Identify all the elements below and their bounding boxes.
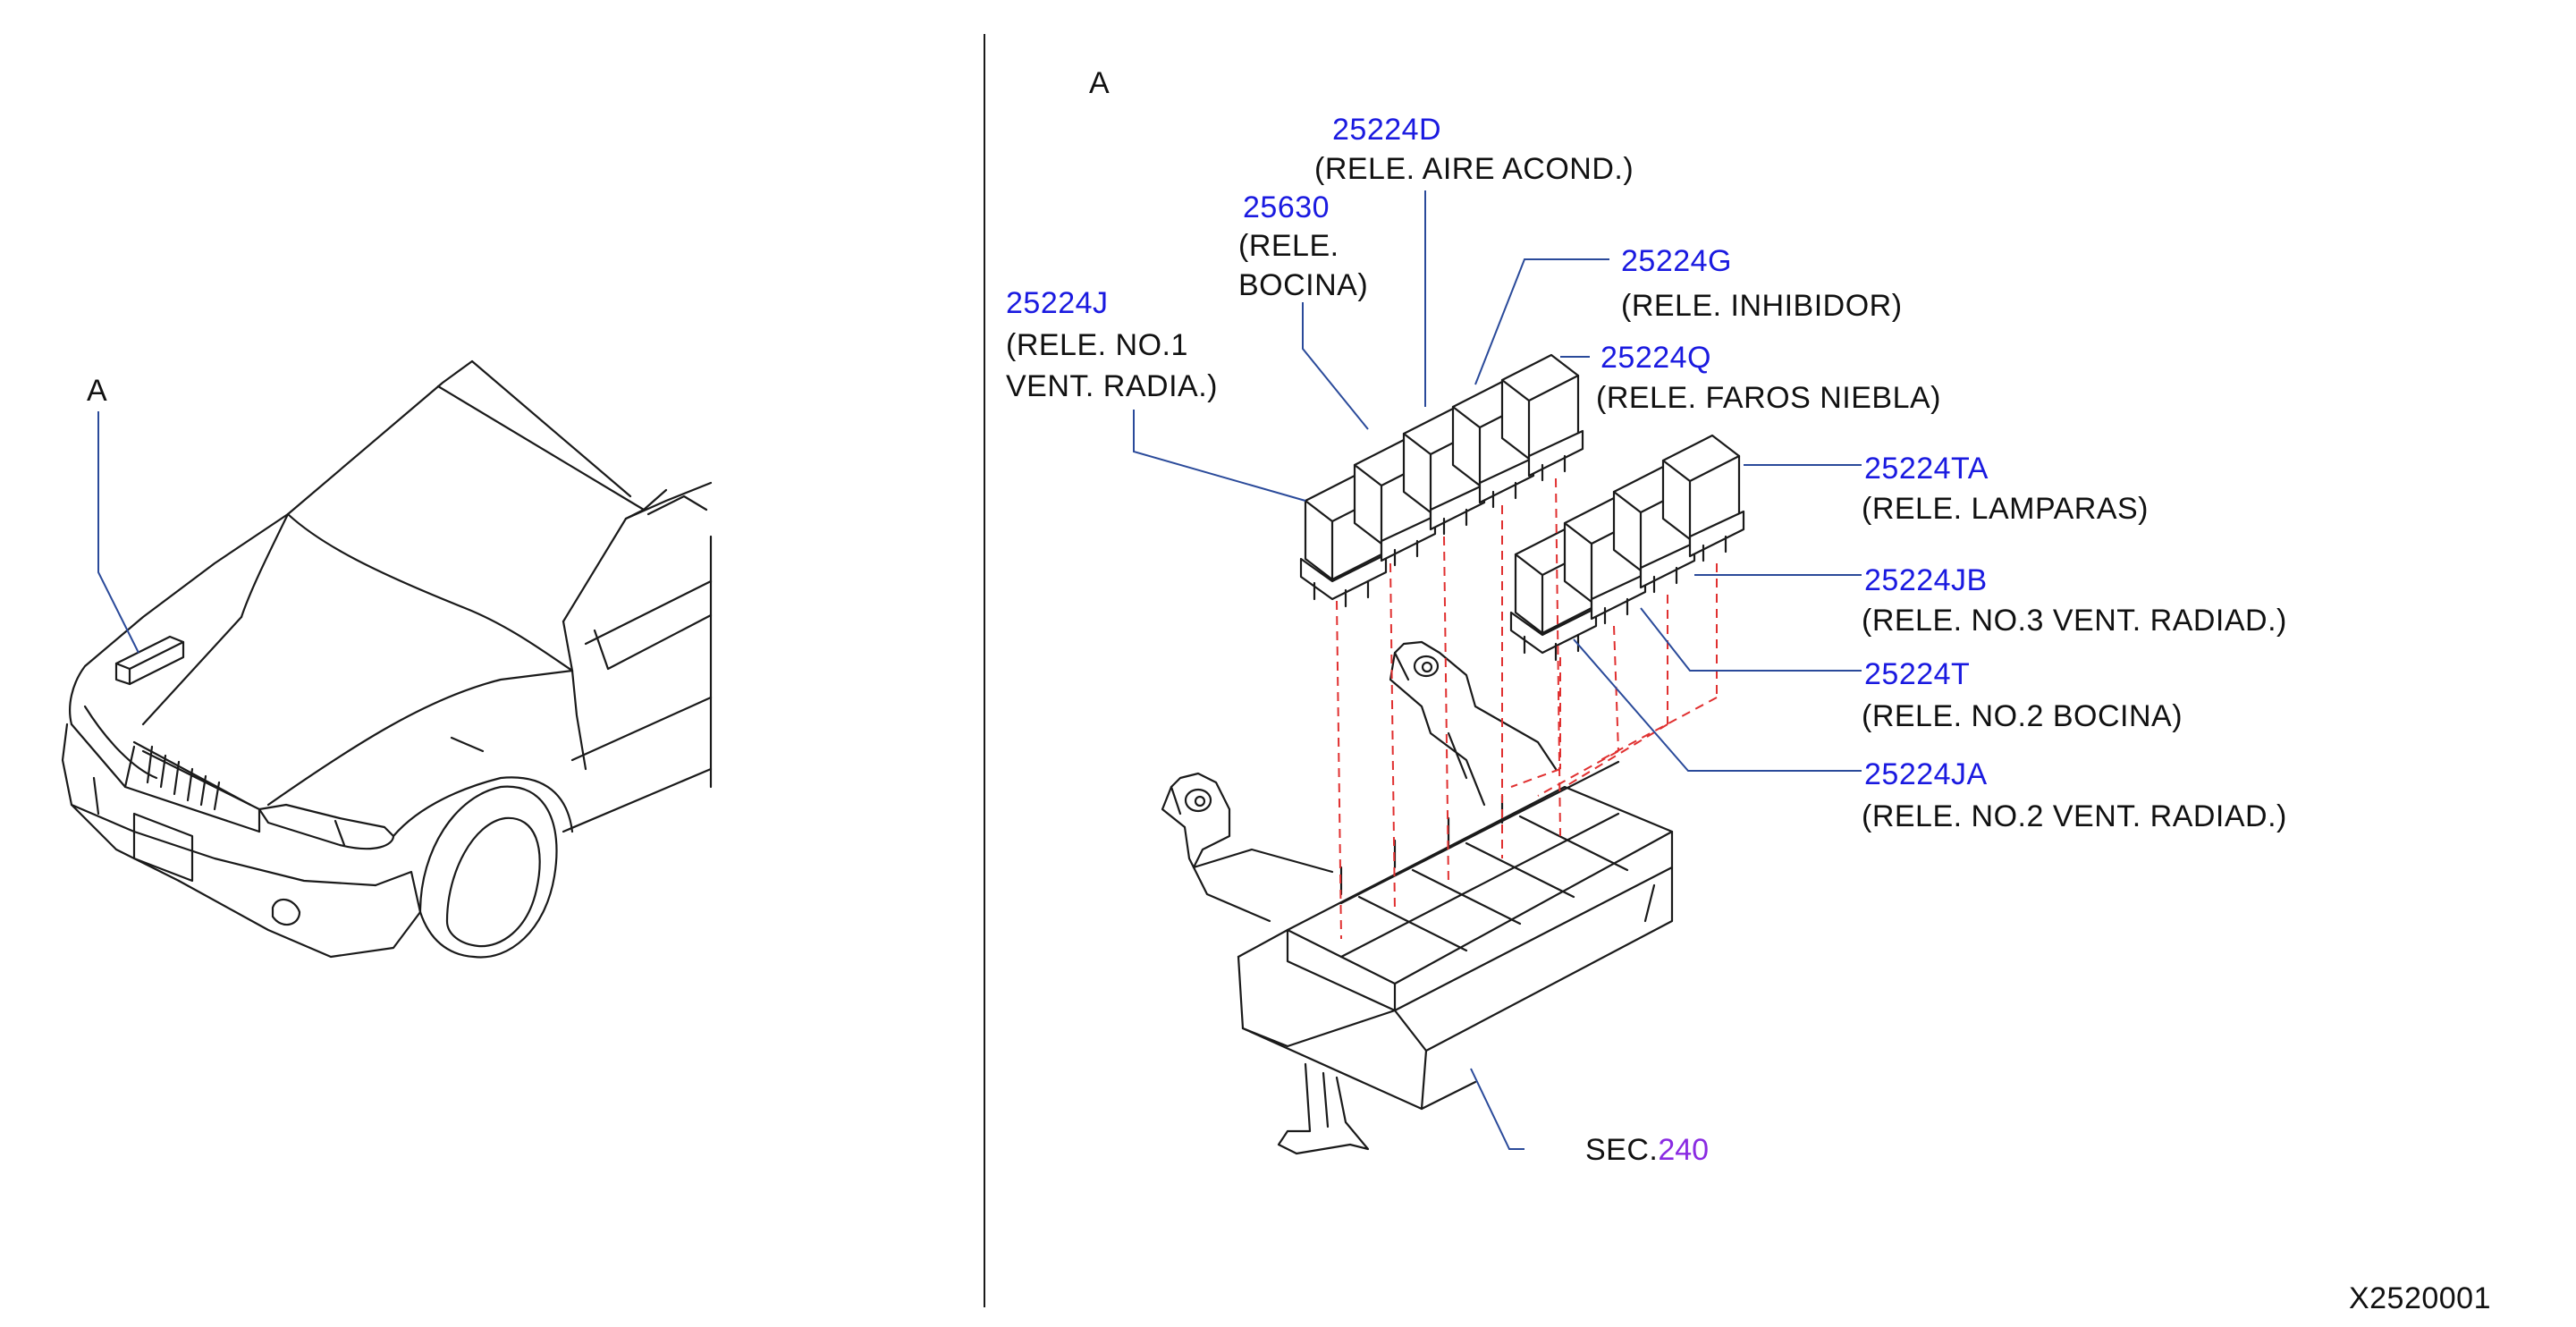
part-label-25224jb: 25224JB (RELE. NO.3 VENT. RADIAD.) [1862,563,2287,638]
part-number: 25224J [1006,286,1109,320]
leader-lines [1133,190,1862,1150]
part-label-25224q: 25224Q (RELE. FAROS NIEBLA) [1596,341,1941,415]
upper-relay-row [1299,353,1584,608]
part-label-25224t: 25224T (RELE. NO.2 BOCINA) [1862,657,2183,733]
section-link[interactable]: 240 [1658,1133,1709,1167]
detail-view-label: A [1089,66,1110,100]
part-number: 25224G [1621,244,1732,278]
part-description: (RELE. NO.1 [1006,328,1188,362]
part-label-25224ta: 25224TA (RELE. LAMPARAS) [1862,452,2149,526]
callout-leader-a [97,411,139,654]
part-description: (RELE. NO.2 VENT. RADIAD.) [1862,799,2287,833]
part-description: BOCINA) [1238,268,1368,302]
car-illustration [61,359,713,959]
relay-25224q [1500,353,1584,482]
part-description: (RELE. AIRE ACOND.) [1314,152,1634,186]
part-description: (RELE. INHIBIDOR) [1621,289,1903,323]
part-description: (RELE. [1238,229,1339,263]
part-label-25224j: 25224J (RELE. NO.1 VENT. RADIA.) [1006,286,1218,403]
section-ref-text: SEC.240 [1585,1133,1709,1167]
part-label-25630: 25630 (RELE. BOCINA) [1238,190,1368,302]
part-label-25224g: 25224G (RELE. INHIBIDOR) [1621,244,1903,323]
part-number: 25224JB [1864,563,1988,597]
relay-bracket [1161,640,1674,1155]
part-description: VENT. RADIA.) [1006,369,1218,403]
part-number: 25224T [1864,657,1970,691]
relay-25224ta [1661,434,1745,562]
alignment-lines [1336,478,1718,940]
figure-id: X2520001 [2349,1281,2491,1315]
lower-relay-row [1509,434,1745,662]
part-description: (RELE. FAROS NIEBLA) [1596,381,1941,415]
section-reference: SEC.240 [1585,1133,1709,1167]
part-label-25224d: 25224D (RELE. AIRE ACOND.) [1314,113,1634,186]
callout-label-a: A [87,374,107,408]
part-label-25224ja: 25224JA (RELE. NO.2 VENT. RADIAD.) [1862,757,2287,833]
part-description: (RELE. NO.2 BOCINA) [1862,699,2183,733]
part-description: (RELE. LAMPARAS) [1862,492,2149,526]
part-description: (RELE. NO.3 VENT. RADIAD.) [1862,604,2287,638]
part-number: 25630 [1243,190,1330,224]
part-number: 25224JA [1864,757,1988,791]
part-number: 25224D [1332,113,1441,147]
part-number: 25224Q [1600,341,1711,375]
section-prefix: SEC. [1585,1133,1658,1167]
part-number: 25224TA [1864,452,1989,486]
